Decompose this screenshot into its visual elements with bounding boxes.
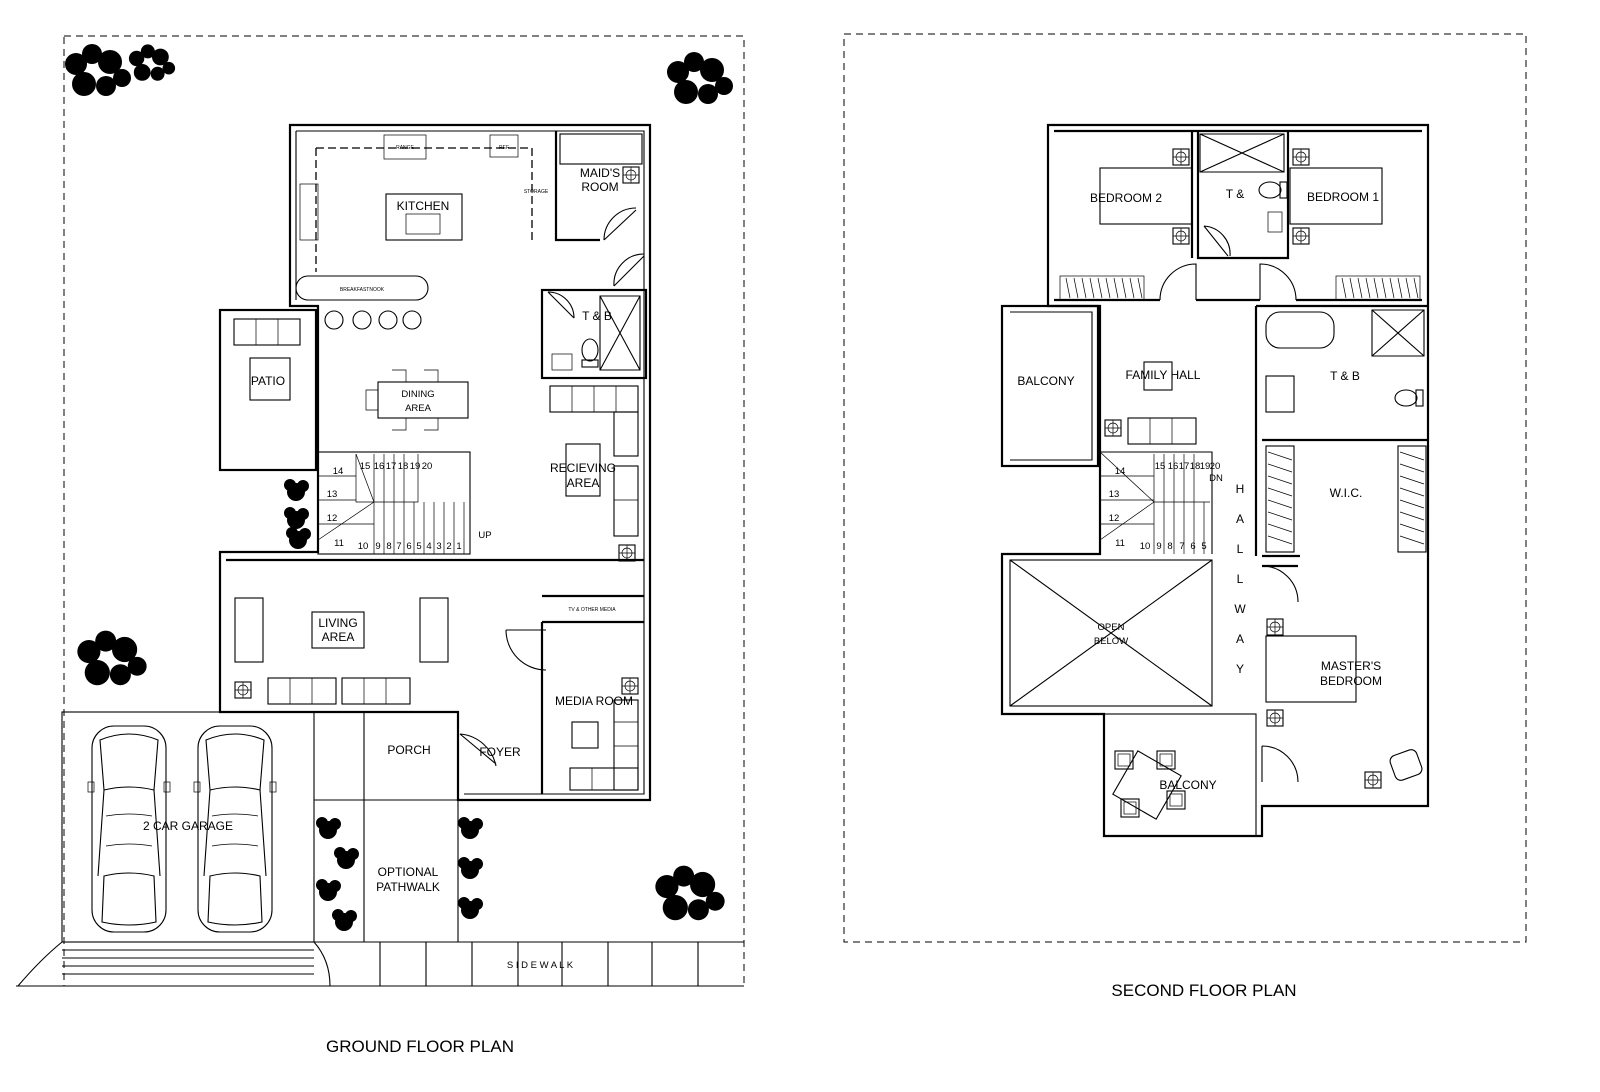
- bedroom2-label: BEDROOM 2: [1090, 191, 1162, 205]
- svg-text:20: 20: [1210, 461, 1221, 472]
- svg-text:4: 4: [426, 541, 431, 552]
- wic-label: W.I.C.: [1330, 486, 1363, 500]
- second-floor-labels: BEDROOM 2 BEDROOM 1 T & BALCONY FAMILY H…: [1017, 187, 1382, 792]
- svg-text:16: 16: [374, 461, 385, 472]
- balcony-left: [1000, 304, 1100, 468]
- maids-room-label: ROOM: [581, 180, 618, 194]
- svg-text:1: 1: [456, 541, 461, 552]
- svg-text:16: 16: [1168, 461, 1179, 472]
- living-label: LIVING: [318, 616, 357, 630]
- svg-text:12: 12: [1109, 513, 1120, 524]
- storage-label: STORAGE: [524, 189, 549, 195]
- svg-text:7: 7: [396, 541, 401, 552]
- balcony-left-label: BALCONY: [1017, 374, 1074, 388]
- living-label: AREA: [322, 630, 355, 644]
- svg-text:13: 13: [1109, 489, 1120, 500]
- ground-step-numbers: 14 13 12 11 15 16 17 18 19 20 10 9 8 7 6…: [327, 461, 462, 552]
- maids-room-label: MAID'S: [580, 166, 620, 180]
- ground-tb-label: T & B: [582, 309, 612, 323]
- garage-area: [61, 711, 315, 943]
- svg-text:3: 3: [436, 541, 441, 552]
- tv-media-label: TV & OTHER MEDIA: [568, 607, 616, 613]
- svg-text:2: 2: [446, 541, 451, 552]
- sidewalk-label: S I D E W A L K: [507, 960, 574, 971]
- svg-text:19: 19: [410, 461, 421, 472]
- svg-text:12: 12: [327, 513, 338, 524]
- svg-text:6: 6: [1190, 541, 1195, 552]
- masters-bedroom-label: BEDROOM: [1320, 674, 1382, 688]
- bar-stools: [324, 310, 422, 330]
- svg-text:18: 18: [398, 461, 409, 472]
- dining-label: AREA: [405, 403, 432, 414]
- svg-text:H: H: [1236, 482, 1245, 496]
- second-lot-boundary: [843, 33, 1527, 943]
- second-tb-right-label: T & B: [1330, 369, 1360, 383]
- ground-floor-plan: [16, 22, 750, 987]
- patio-label: PATIO: [251, 374, 285, 388]
- svg-text:Y: Y: [1236, 662, 1244, 676]
- balcony-bottom-label: BALCONY: [1159, 778, 1216, 792]
- masters-bedroom-label: MASTER'S: [1321, 659, 1381, 673]
- svg-text:10: 10: [1140, 541, 1151, 552]
- svg-text:L: L: [1237, 572, 1244, 586]
- porch-label: PORCH: [387, 743, 430, 757]
- open-below: [1009, 559, 1213, 707]
- second-staircase: [1099, 451, 1213, 554]
- svg-text:17: 17: [386, 461, 397, 472]
- receiving-label: RECIEVING: [550, 461, 616, 475]
- svg-text:9: 9: [375, 541, 380, 552]
- pathwalk-label: OPTIONAL: [378, 865, 439, 879]
- open-below-label: BELOW: [1094, 636, 1128, 647]
- ground-floor-title: GROUND FLOOR PLAN: [326, 1037, 514, 1056]
- ground-staircase: [317, 451, 471, 555]
- range-label: RANGE: [396, 145, 414, 151]
- svg-text:5: 5: [416, 541, 421, 552]
- svg-text:11: 11: [334, 538, 344, 549]
- svg-text:L: L: [1237, 542, 1244, 556]
- second-step-numbers: 14 13 12 11 15 16 17 18 19 20 10 9 8 7 6…: [1109, 461, 1221, 552]
- patio-area: [218, 308, 318, 472]
- second-floor-title: SECOND FLOOR PLAN: [1111, 981, 1296, 1000]
- svg-text:13: 13: [327, 489, 338, 500]
- svg-text:A: A: [1236, 632, 1244, 646]
- svg-text:19: 19: [1200, 461, 1211, 472]
- garage-label: 2 CAR GARAGE: [143, 819, 233, 833]
- svg-text:15: 15: [360, 461, 371, 472]
- svg-text:8: 8: [386, 541, 391, 552]
- ref-label: REF: [499, 145, 509, 151]
- svg-text:17: 17: [1179, 461, 1190, 472]
- svg-text:A: A: [1236, 512, 1244, 526]
- ground-floor-labels: KITCHEN MAID'S ROOM RANGE REF STORAGE BR…: [143, 145, 633, 971]
- pathwalk-label: PATHWALK: [376, 880, 440, 894]
- second-floor-plan: [843, 33, 1527, 943]
- svg-text:10: 10: [358, 541, 369, 552]
- second-tb-top-label: T &: [1226, 187, 1244, 201]
- svg-text:9: 9: [1156, 541, 1161, 552]
- family-hall-label: FAMILY HALL: [1126, 368, 1201, 382]
- receiving-label: AREA: [567, 476, 600, 490]
- svg-text:6: 6: [406, 541, 411, 552]
- kitchen-label: KITCHEN: [397, 199, 450, 213]
- dining-label: DINING: [401, 389, 434, 400]
- svg-text:W: W: [1234, 602, 1246, 616]
- svg-text:14: 14: [333, 466, 344, 477]
- foyer-label: FOYER: [479, 745, 521, 759]
- svg-text:18: 18: [1190, 461, 1201, 472]
- svg-text:11: 11: [1115, 538, 1125, 549]
- open-below-label: OPEN: [1098, 622, 1125, 633]
- svg-text:15: 15: [1155, 461, 1166, 472]
- svg-text:5: 5: [1201, 541, 1206, 552]
- breakfast-nook-label: BREAKFASTNOOK: [340, 287, 385, 293]
- media-room-label: MEDIA ROOM: [555, 694, 633, 708]
- hallway-label: H A L L W A Y: [1234, 482, 1246, 676]
- svg-text:14: 14: [1115, 466, 1126, 477]
- up-label: UP: [478, 530, 491, 541]
- svg-text:8: 8: [1167, 541, 1172, 552]
- bedroom1-label: BEDROOM 1: [1307, 190, 1379, 204]
- svg-text:20: 20: [422, 461, 433, 472]
- svg-text:7: 7: [1179, 541, 1184, 552]
- dn-label: DN: [1209, 473, 1223, 484]
